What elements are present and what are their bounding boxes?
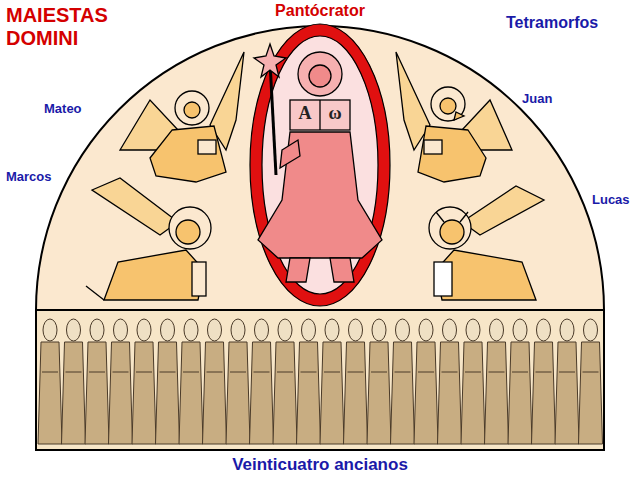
- elder-body: [203, 342, 227, 444]
- elder-body: [250, 342, 274, 444]
- elder-arm: [512, 372, 528, 373]
- elder-head: [349, 319, 363, 341]
- elder-arm: [89, 372, 105, 373]
- elder-body: [414, 342, 438, 444]
- elder-body: [85, 342, 109, 444]
- title: MAIESTAS DOMINI: [6, 4, 124, 50]
- elder-head: [255, 319, 269, 341]
- elder-body: [226, 342, 250, 444]
- elder-body: [320, 342, 344, 444]
- evangelist-label: Juan: [522, 92, 552, 107]
- pantocrator-figure: [254, 44, 382, 282]
- evangelist-label: Marcos: [6, 170, 52, 185]
- mandorla-outline: [250, 24, 390, 306]
- elder-head: [513, 319, 527, 341]
- angel-symbol: [120, 52, 244, 182]
- elder-arm: [324, 372, 340, 373]
- elder-arm: [66, 372, 82, 373]
- alpha-letter: A: [299, 103, 312, 124]
- elder-head: [67, 319, 81, 341]
- elder-body: [62, 342, 86, 444]
- elder-body: [344, 342, 368, 444]
- elder-head: [161, 319, 175, 341]
- title-label: Pantócrator: [275, 2, 365, 20]
- elder-head: [466, 319, 480, 341]
- elder-body: [38, 342, 62, 444]
- elder-body: [438, 342, 462, 444]
- elder-head: [396, 319, 410, 341]
- elder-head: [537, 319, 551, 341]
- elder-arm: [442, 372, 458, 373]
- elder-head: [137, 319, 151, 341]
- elder-arm: [230, 372, 246, 373]
- elder-body: [367, 342, 391, 444]
- group-label: Tetramorfos: [506, 14, 598, 32]
- evangelist-label: Mateo: [44, 102, 82, 117]
- elders-group: [38, 319, 603, 444]
- elder-head: [443, 319, 457, 341]
- elder-arm: [136, 372, 152, 373]
- elder-body: [532, 342, 556, 444]
- elder-arm: [183, 372, 199, 373]
- tympanum-arch: [36, 26, 604, 310]
- elder-arm: [348, 372, 364, 373]
- elder-arm: [418, 372, 434, 373]
- elder-body: [179, 342, 203, 444]
- elder-body: [391, 342, 415, 444]
- elder-head: [208, 319, 222, 341]
- elder-arm: [301, 372, 317, 373]
- elder-body: [461, 342, 485, 444]
- elder-head: [114, 319, 128, 341]
- evangelist-label: Lucas: [592, 193, 630, 208]
- elder-head: [325, 319, 339, 341]
- elder-body: [485, 342, 509, 444]
- elder-body: [273, 342, 297, 444]
- lintel-band: [36, 310, 604, 450]
- elder-body: [132, 342, 156, 444]
- omega-letter: ω: [328, 103, 341, 124]
- elder-arm: [207, 372, 223, 373]
- lintel-label: Veinticuatro ancianos: [232, 455, 408, 475]
- elder-head: [90, 319, 104, 341]
- elder-head: [419, 319, 433, 341]
- elder-head: [184, 319, 198, 341]
- elder-head: [584, 319, 598, 341]
- elder-body: [508, 342, 532, 444]
- elder-arm: [277, 372, 293, 373]
- elder-arm: [465, 372, 481, 373]
- elder-arm: [42, 372, 58, 373]
- elder-arm: [583, 372, 599, 373]
- elder-head: [43, 319, 57, 341]
- elder-arm: [489, 372, 505, 373]
- elder-arm: [160, 372, 176, 373]
- elder-body: [579, 342, 603, 444]
- elder-arm: [254, 372, 270, 373]
- elder-body: [109, 342, 133, 444]
- eagle-symbol: [396, 52, 512, 182]
- elder-head: [278, 319, 292, 341]
- elder-head: [231, 319, 245, 341]
- elder-head: [372, 319, 386, 341]
- elder-head: [490, 319, 504, 341]
- elder-body: [555, 342, 579, 444]
- elder-body: [156, 342, 180, 444]
- elder-arm: [395, 372, 411, 373]
- elder-arm: [559, 372, 575, 373]
- elder-arm: [371, 372, 387, 373]
- elder-arm: [536, 372, 552, 373]
- elder-head: [560, 319, 574, 341]
- elder-arm: [113, 372, 129, 373]
- elder-body: [297, 342, 321, 444]
- ox-symbol: [429, 186, 544, 300]
- elder-head: [302, 319, 316, 341]
- lion-symbol: [86, 178, 211, 300]
